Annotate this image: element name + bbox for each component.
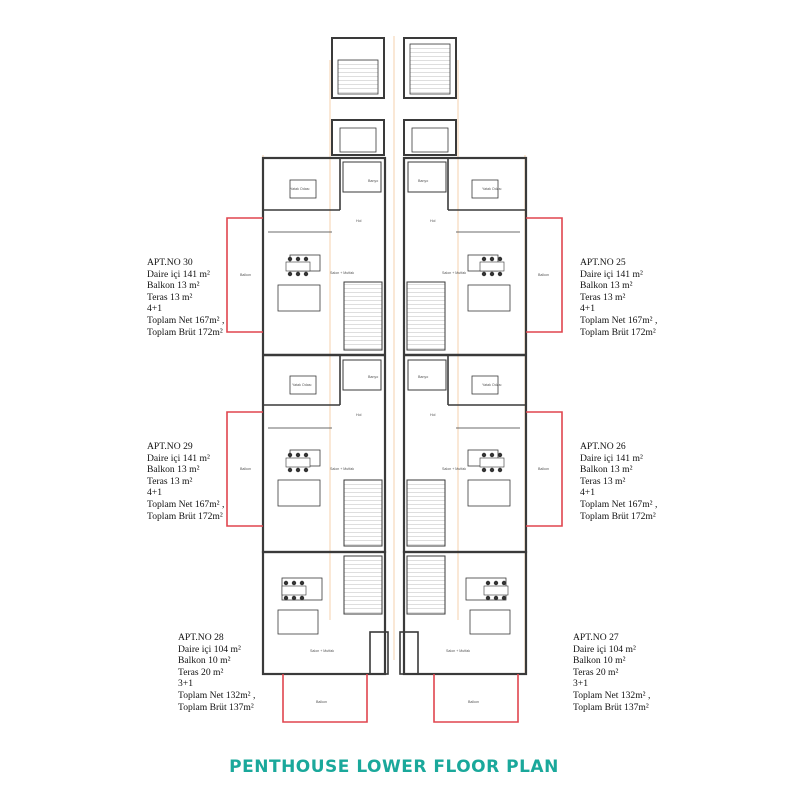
apt-gross-area: Toplam Brüt 172m² bbox=[147, 510, 223, 522]
apt-net-area: Toplam Net 167m² , bbox=[580, 314, 658, 326]
apt-net-area: Toplam Net 167m² , bbox=[147, 314, 225, 326]
room-label: Yatak Odası bbox=[482, 383, 502, 387]
apt-number: APT.NO 30 bbox=[147, 257, 193, 268]
apt-29-info: APT.NO 29 Daire içi 141 m² Balkon 13 m² … bbox=[147, 441, 224, 522]
room-label: Hol bbox=[430, 413, 436, 417]
apt-30-info: APT.NO 30 Daire içi 141 m² Balkon 13 m² … bbox=[147, 257, 224, 338]
apt-interior-area: Daire içi 141 m² bbox=[580, 268, 643, 280]
balcony-apt-30 bbox=[226, 217, 263, 333]
bottom-right-unit bbox=[399, 550, 528, 676]
apt-room-count: 4+1 bbox=[580, 487, 596, 499]
apt-gross-area: Toplam Brüt 137m² bbox=[573, 701, 649, 713]
apt-interior-area: Daire içi 104 m² bbox=[573, 643, 636, 655]
apt-balcony-area: Balkon 10 m² bbox=[178, 655, 231, 667]
room-label: Banyo bbox=[368, 179, 378, 183]
balcony-apt-27 bbox=[433, 674, 519, 723]
dining-table-25 bbox=[479, 256, 505, 277]
room-label: Salon + Mutfak bbox=[310, 649, 334, 653]
room-label: Salon + Mutfak bbox=[330, 467, 354, 471]
left-wing bbox=[261, 156, 387, 554]
apt-balcony-area: Balkon 10 m² bbox=[573, 655, 626, 667]
apt-interior-area: Daire içi 141 m² bbox=[580, 452, 643, 464]
apt-gross-area: Toplam Brüt 172m² bbox=[580, 510, 656, 522]
dining-table-26 bbox=[479, 452, 505, 473]
apt-number: APT.NO 29 bbox=[147, 441, 193, 452]
apt-terrace-area: Teras 13 m² bbox=[147, 291, 193, 303]
balcony-apt-26 bbox=[526, 411, 563, 527]
room-label: Balkon bbox=[538, 273, 549, 277]
room-label: Balkon bbox=[240, 273, 251, 277]
apt-number: APT.NO 26 bbox=[580, 441, 626, 452]
apt-number: APT.NO 25 bbox=[580, 257, 626, 268]
apt-interior-area: Daire içi 141 m² bbox=[147, 268, 210, 280]
apt-25-info: APT.NO 25 Daire içi 141 m² Balkon 13 m² … bbox=[580, 257, 657, 338]
apt-number: APT.NO 27 bbox=[573, 632, 619, 643]
room-label: Balkon bbox=[316, 700, 327, 704]
room-label: Yatak Odası bbox=[290, 187, 310, 191]
room-label: Balkon bbox=[538, 467, 549, 471]
balcony-apt-28 bbox=[282, 674, 368, 723]
dining-tables bbox=[281, 256, 509, 601]
room-label: Yatak Odası bbox=[292, 383, 312, 387]
apt-interior-area: Daire içi 141 m² bbox=[147, 452, 210, 464]
room-label: Balkon bbox=[468, 700, 479, 704]
room-label: Banyo bbox=[418, 179, 428, 183]
balconies bbox=[226, 217, 563, 723]
apt-28-info: APT.NO 28 Daire içi 104 m² Balkon 10 m² … bbox=[178, 632, 255, 713]
room-label: Hol bbox=[356, 219, 362, 223]
plan-title: PENTHOUSE LOWER FLOOR PLAN bbox=[229, 757, 559, 777]
apt-balcony-area: Balkon 13 m² bbox=[147, 280, 200, 292]
room-label: Salon + Mutfak bbox=[442, 467, 466, 471]
room-label: Hol bbox=[430, 219, 436, 223]
apt-balcony-area: Balkon 13 m² bbox=[580, 464, 633, 476]
apt-net-area: Toplam Net 167m² , bbox=[147, 498, 225, 510]
apt-balcony-area: Balkon 13 m² bbox=[147, 464, 200, 476]
room-label: Salon + Mutfak bbox=[330, 271, 354, 275]
room-label: Balkon bbox=[240, 467, 251, 471]
balcony-apt-29 bbox=[226, 411, 263, 527]
apt-gross-area: Toplam Brüt 137m² bbox=[178, 701, 254, 713]
room-label: Hol bbox=[356, 413, 362, 417]
apt-room-count: 3+1 bbox=[178, 678, 194, 690]
apt-terrace-area: Teras 13 m² bbox=[580, 475, 626, 487]
apt-net-area: Toplam Net 132m² , bbox=[178, 689, 256, 701]
room-label: Banyo bbox=[418, 375, 428, 379]
apt-room-count: 4+1 bbox=[147, 303, 163, 315]
apt-room-count: 4+1 bbox=[580, 303, 596, 315]
room-label: Yatak Odası bbox=[482, 187, 502, 191]
dining-table-27 bbox=[483, 580, 509, 601]
top-stair-core-left bbox=[331, 37, 385, 156]
room-label: Banyo bbox=[368, 375, 378, 379]
apt-net-area: Toplam Net 167m² , bbox=[580, 498, 658, 510]
apt-gross-area: Toplam Brüt 172m² bbox=[580, 326, 656, 338]
apt-room-count: 4+1 bbox=[147, 487, 163, 499]
room-label: Salon + Mutfak bbox=[442, 271, 466, 275]
apt-26-info: APT.NO 26 Daire içi 141 m² Balkon 13 m² … bbox=[580, 441, 657, 522]
dining-table-30 bbox=[285, 256, 311, 277]
apt-net-area: Toplam Net 132m² , bbox=[573, 689, 651, 701]
apt-interior-area: Daire içi 104 m² bbox=[178, 643, 241, 655]
apt-terrace-area: Teras 13 m² bbox=[580, 291, 626, 303]
dining-table-29 bbox=[285, 452, 311, 473]
room-label: Salon + Mutfak bbox=[446, 649, 470, 653]
apt-terrace-area: Teras 20 m² bbox=[178, 666, 224, 678]
balcony-apt-25 bbox=[526, 217, 563, 333]
apt-terrace-area: Teras 20 m² bbox=[573, 666, 619, 678]
apt-room-count: 3+1 bbox=[573, 678, 589, 690]
apt-27-info: APT.NO 27 Daire içi 104 m² Balkon 10 m² … bbox=[573, 632, 650, 713]
apt-terrace-area: Teras 13 m² bbox=[147, 475, 193, 487]
apt-number: APT.NO 28 bbox=[178, 632, 224, 643]
bottom-left-unit bbox=[261, 550, 389, 676]
apt-gross-area: Toplam Brüt 172m² bbox=[147, 326, 223, 338]
right-wing bbox=[402, 156, 528, 554]
top-stair-core-right bbox=[403, 37, 457, 156]
apt-balcony-area: Balkon 13 m² bbox=[580, 280, 633, 292]
room-labels: Yatak Odası Yatak Odası Yatak Odası Yata… bbox=[240, 179, 549, 704]
dining-table-28 bbox=[281, 580, 307, 601]
